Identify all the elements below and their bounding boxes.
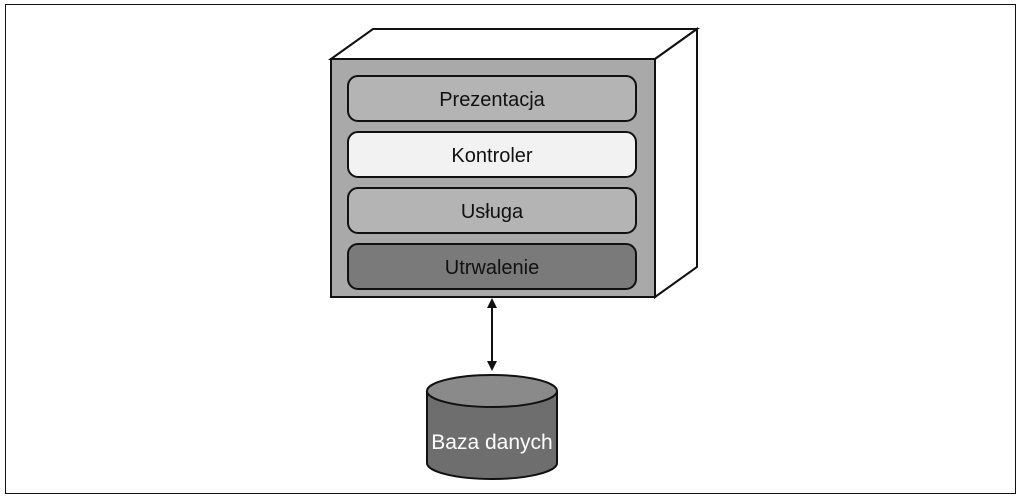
- box-side-face: [654, 27, 698, 299]
- layer-controller: Kontroler: [347, 131, 637, 178]
- layer-presentation: Prezentacja: [347, 75, 637, 122]
- database-label: Baza danych: [431, 431, 552, 454]
- layer-controller-box: [347, 131, 637, 178]
- layer-presentation-label: Prezentacja: [439, 89, 545, 111]
- layer-persistence: Utrwalenie: [347, 243, 637, 290]
- layer-controller-label: Kontroler: [451, 145, 532, 167]
- box-top-face: [327, 28, 701, 60]
- layer-service: Usługa: [347, 187, 637, 234]
- layer-service-label: Usługa: [461, 201, 524, 223]
- database-cylinder: Baza danych: [426, 374, 558, 480]
- layer-service-box: [347, 187, 637, 234]
- layer-persistence-box: [347, 243, 637, 290]
- database-body: [426, 391, 558, 480]
- database-top: [426, 374, 558, 408]
- layer-persistence-label: Utrwalenie: [445, 257, 539, 279]
- layer-presentation-box: [347, 75, 637, 122]
